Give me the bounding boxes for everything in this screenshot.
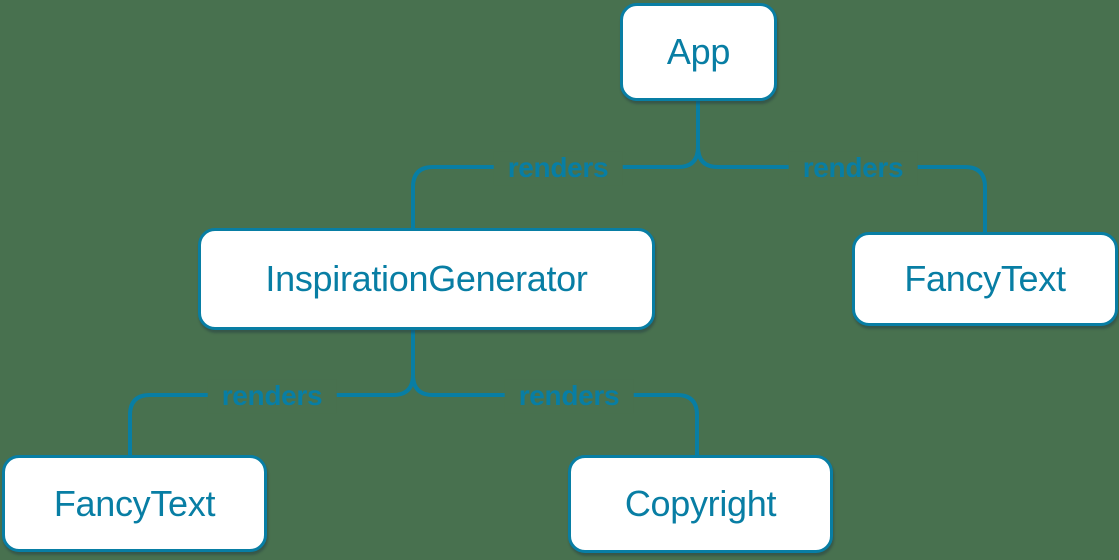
node-inspiration-generator: InspirationGenerator: [198, 228, 655, 330]
node-fancy-text-top: FancyText: [852, 232, 1118, 326]
edge-label-renders: renders: [504, 379, 634, 413]
edge-label-renders: renders: [207, 379, 337, 413]
node-fancy-text-bottom: FancyText: [2, 455, 267, 552]
node-app: App: [620, 3, 777, 101]
edge-label-renders: renders: [493, 151, 623, 185]
node-copyright: Copyright: [568, 455, 833, 553]
edge-label-renders: renders: [788, 151, 918, 185]
